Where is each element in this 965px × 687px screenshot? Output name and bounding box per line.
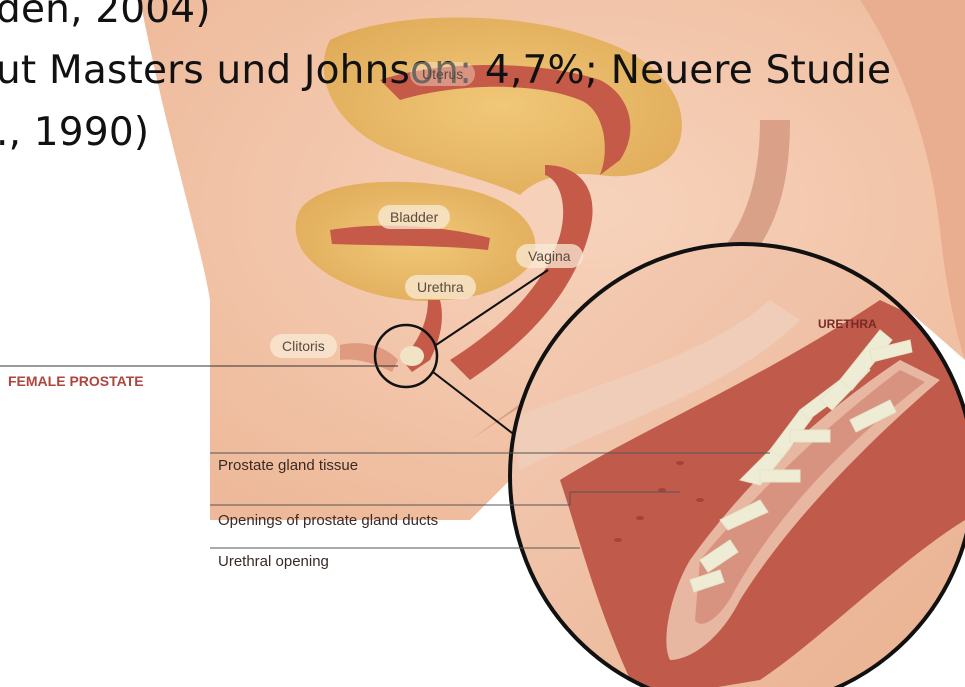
label-bladder: Bladder — [378, 205, 450, 229]
slide-text-line-3: ., 1990) — [0, 113, 149, 152]
label-urethra: Urethra — [405, 275, 476, 299]
label-openings-ducts: Openings of prostate gland ducts — [218, 513, 438, 528]
label-uterus: Uterus — [410, 62, 475, 86]
slide-text-line-1: den, 2004) — [0, 0, 211, 29]
prostate-spot — [400, 346, 424, 366]
label-female-prostate: FEMALE PROSTATE — [8, 374, 144, 388]
label-vagina: Vagina — [516, 244, 583, 268]
label-urethra-callout: URETHRA — [818, 318, 877, 330]
label-prostate-gland-tissue: Prostate gland tissue — [218, 458, 358, 473]
label-urethral-opening: Urethral opening — [218, 554, 329, 569]
label-clitoris: Clitoris — [270, 334, 337, 358]
